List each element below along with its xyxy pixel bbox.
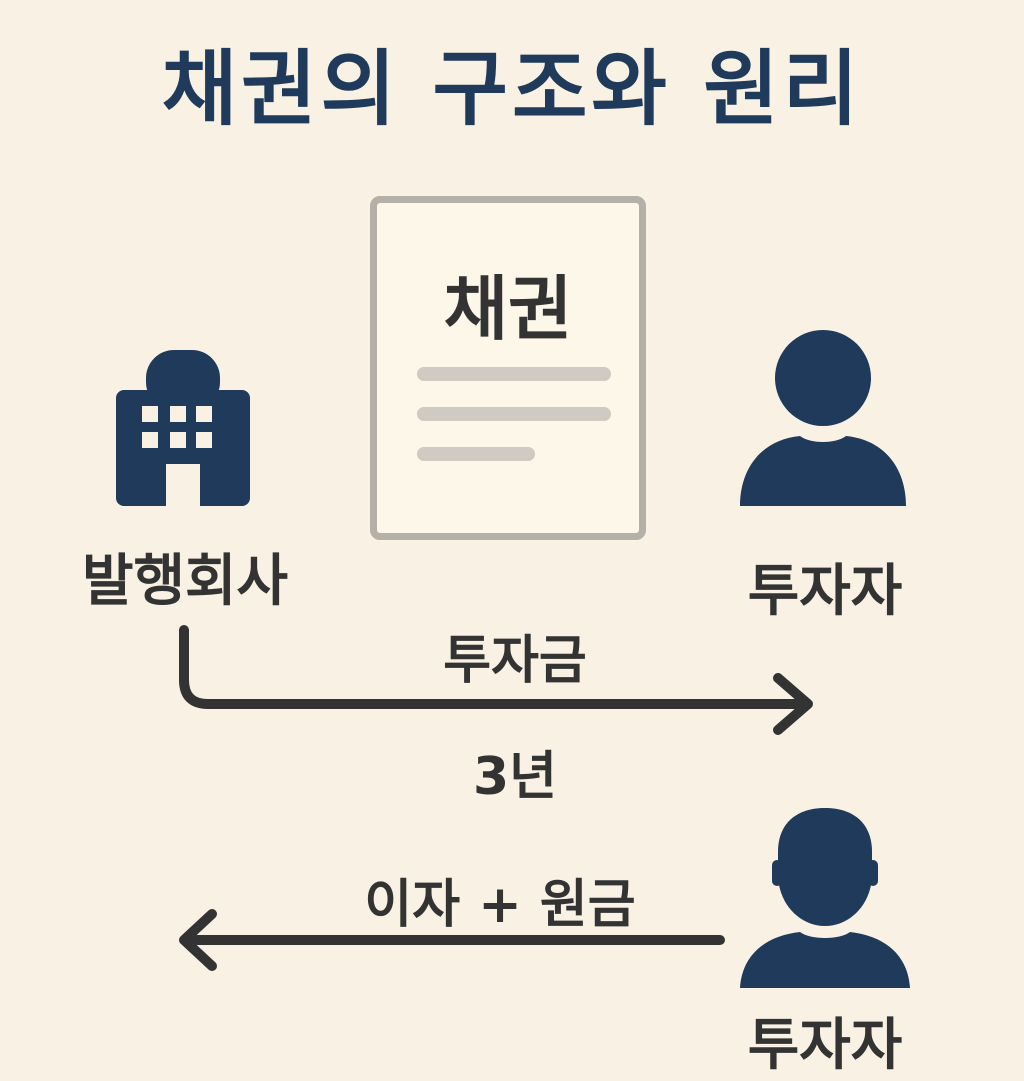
bond-document: 채권 [370,196,646,540]
investor-bottom-label: 투자자 [747,1013,903,1078]
investment-label: 투자금 [443,631,587,691]
building-icon [116,350,250,506]
person-icon [740,808,910,988]
document-text-line [417,447,535,461]
bond-document-title: 채권 [443,268,573,350]
document-text-line [417,367,611,381]
person-icon [740,330,906,506]
investor-top-label: 투자자 [747,559,903,624]
issuer-label: 발행회사 [81,549,289,614]
repayment-label: 이자 + 원금 [364,875,636,935]
page-title: 채권의 구조와 원리 [161,42,863,137]
document-text-line [417,407,611,421]
term-label: 3년 [472,747,558,807]
